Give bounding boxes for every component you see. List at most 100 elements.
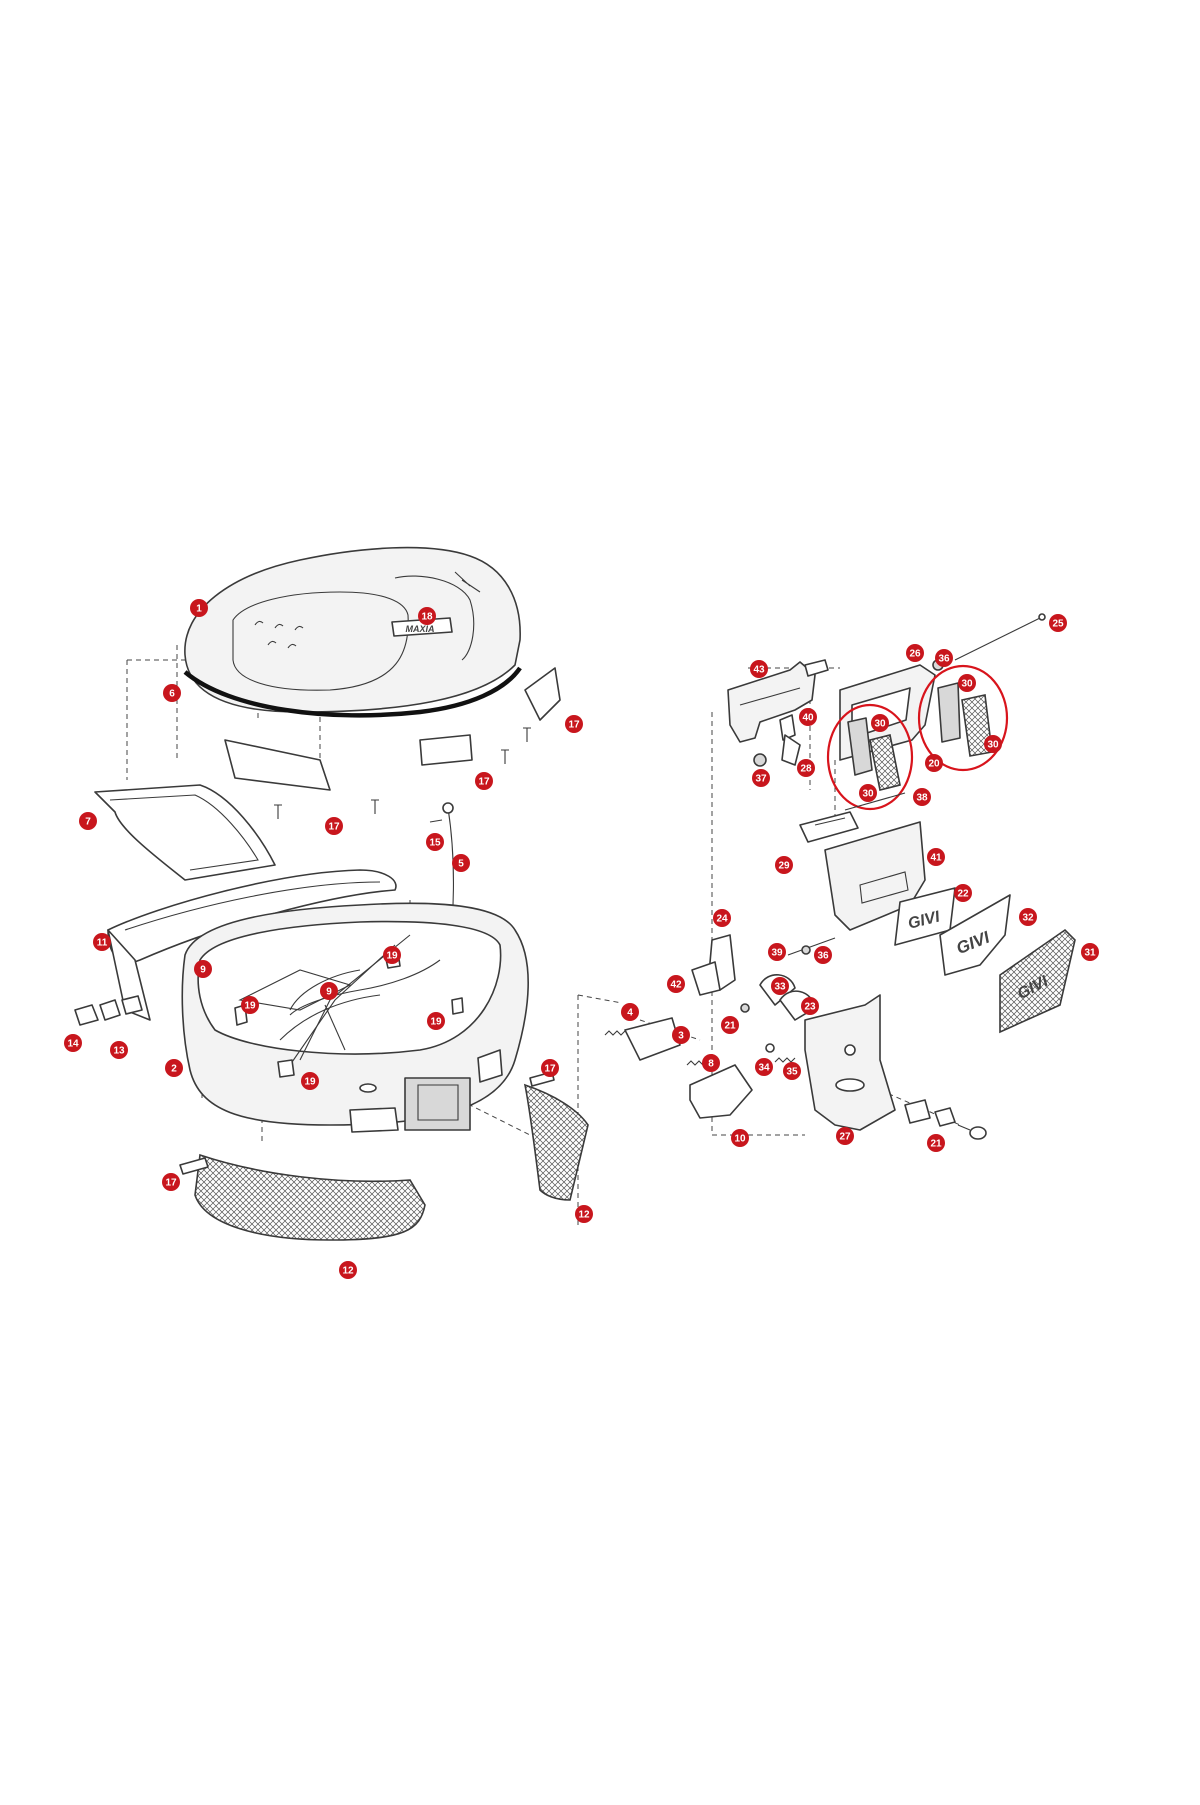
- highlight-circle-left: [826, 703, 914, 811]
- rod-end: [1038, 613, 1046, 621]
- base-rail: [107, 869, 397, 1021]
- callout-26: 26: [906, 644, 924, 662]
- callout-34: 34: [755, 1058, 773, 1076]
- callout-label: 25: [1052, 619, 1064, 630]
- callout-35: 35: [783, 1062, 801, 1080]
- callout-label: 19: [304, 1077, 316, 1088]
- callout-label: 37: [755, 774, 767, 785]
- mesh-side-panel-left: [194, 1153, 426, 1241]
- lid-screws: [274, 727, 531, 819]
- callout-32: 32: [1019, 908, 1037, 926]
- part-number-callouts: 1186171717715511914132199191919171217124…: [64, 599, 1099, 1279]
- callout-label: 4: [627, 1008, 633, 1019]
- callout-label: 39: [771, 948, 783, 959]
- callout-label: 21: [724, 1021, 736, 1032]
- callout-31: 31: [1081, 943, 1099, 961]
- callout-19: 19: [241, 996, 259, 1014]
- callout-label: 19: [430, 1017, 442, 1028]
- callout-label: 17: [328, 822, 340, 833]
- callout-28: 28: [797, 759, 815, 777]
- callout-37: 37: [752, 769, 770, 787]
- mesh-side-panel-right: [523, 1083, 589, 1201]
- callout-label: 34: [758, 1063, 770, 1074]
- callout-label: 17: [478, 777, 490, 788]
- callout-label: 11: [97, 938, 108, 949]
- callout-19: 19: [383, 946, 401, 964]
- callout-5: 5: [452, 854, 470, 872]
- mesh-logo-panel: GIVI: [999, 928, 1076, 1034]
- highlight-circle-right: [917, 664, 1009, 772]
- callout-label: 19: [244, 1001, 256, 1012]
- callout-30: 30: [871, 714, 889, 732]
- small-reflectors: [74, 995, 143, 1026]
- callout-label: 24: [716, 914, 728, 925]
- hinge-bracket: [727, 659, 829, 743]
- callout-label: 31: [1084, 948, 1096, 959]
- callout-33: 33: [771, 977, 789, 995]
- callout-label: 28: [800, 764, 812, 775]
- callout-label: 17: [165, 1178, 177, 1189]
- callout-label: 36: [938, 654, 950, 665]
- callout-8: 8: [702, 1054, 720, 1072]
- callout-36: 36: [935, 649, 953, 667]
- callout-41: 41: [927, 848, 945, 866]
- callout-label: 18: [421, 612, 433, 623]
- callout-12: 12: [339, 1261, 357, 1279]
- lock-cylinder-and-key: [904, 1099, 987, 1140]
- inner-lid-panel: [94, 784, 276, 881]
- callout-label: 7: [85, 817, 91, 828]
- callout-label: 13: [113, 1046, 125, 1057]
- ball: [765, 1043, 775, 1053]
- callout-label: 30: [862, 789, 874, 800]
- callout-label: 40: [802, 713, 814, 724]
- release-button: [689, 1064, 753, 1119]
- latch-block: [624, 1017, 681, 1061]
- callout-18: 18: [418, 607, 436, 625]
- callout-6: 6: [163, 684, 181, 702]
- callout-label: 14: [67, 1039, 79, 1050]
- base-shell: [181, 902, 529, 1133]
- callout-36: 36: [814, 946, 832, 964]
- callout-1: 1: [190, 599, 208, 617]
- callout-label: 5: [458, 859, 464, 870]
- callout-9: 9: [320, 982, 338, 1000]
- hinge-covers-left: [847, 717, 901, 791]
- callout-label: 32: [1022, 913, 1034, 924]
- callout-20: 20: [925, 754, 943, 772]
- base-straps: [279, 934, 441, 1066]
- callout-label: 15: [429, 838, 441, 849]
- callout-17: 17: [325, 817, 343, 835]
- locking-rod: [954, 617, 1041, 661]
- lid-seal: [183, 666, 522, 718]
- callout-11: 11: [93, 933, 111, 951]
- callout-7: 7: [79, 812, 97, 830]
- callout-label: 36: [817, 951, 829, 962]
- callout-label: 6: [169, 689, 175, 700]
- callout-30: 30: [958, 674, 976, 692]
- callout-label: 30: [987, 740, 999, 751]
- logo-badge: GIVI: [894, 887, 956, 946]
- small-pins: [787, 937, 836, 956]
- callout-12: 12: [575, 1205, 593, 1223]
- callout-label: 3: [678, 1031, 684, 1042]
- washer: [740, 1003, 750, 1013]
- callout-label: 22: [957, 889, 969, 900]
- callout-label: 30: [961, 679, 973, 690]
- callout-label: 12: [578, 1210, 590, 1221]
- callout-14: 14: [64, 1034, 82, 1052]
- callout-2: 2: [165, 1059, 183, 1077]
- callout-label: 26: [909, 649, 921, 660]
- callout-25: 25: [1049, 614, 1067, 632]
- callout-label: 19: [386, 951, 398, 962]
- callout-30: 30: [984, 735, 1002, 753]
- callout-label: 2: [171, 1064, 177, 1075]
- callout-38: 38: [913, 788, 931, 806]
- callout-label: 10: [734, 1134, 746, 1145]
- callout-30: 30: [859, 784, 877, 802]
- callout-10: 10: [731, 1129, 749, 1147]
- callout-label: 9: [326, 987, 332, 998]
- callout-label: 38: [916, 793, 928, 804]
- nut: [753, 753, 767, 767]
- callout-4: 4: [621, 1003, 639, 1021]
- latch-hook: [691, 961, 721, 996]
